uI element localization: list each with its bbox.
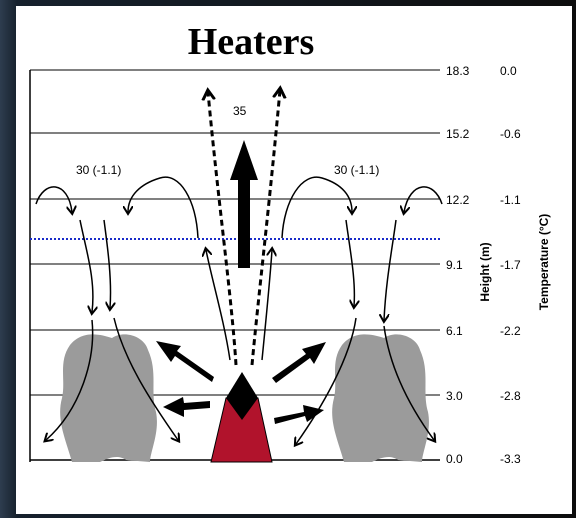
temperature-tick: -3.3	[500, 452, 521, 466]
diagram-title: Heaters	[187, 21, 315, 63]
right-value-label: 30 (-1.1)	[334, 163, 379, 177]
left-dashed-plume	[208, 92, 238, 366]
left-value-label: 30 (-1.1)	[76, 163, 121, 177]
height-axis-label: Height (m)	[478, 242, 492, 301]
height-tick: 12.2	[446, 193, 470, 207]
height-tick: 18.3	[446, 64, 470, 78]
height-tick: 3.0	[446, 389, 463, 403]
heater-bottom-triangle	[226, 398, 258, 420]
temperature-tick: -1.1	[500, 193, 521, 207]
height-tick: 0.0	[446, 452, 463, 466]
radiant-arrows	[156, 341, 326, 424]
heater-top-triangle	[226, 372, 258, 398]
left-tree	[60, 334, 157, 462]
height-tick: 9.1	[446, 258, 463, 272]
temperature-tick: -1.7	[500, 258, 521, 272]
central-updraft-arrow	[230, 140, 258, 268]
temperature-tick: -2.2	[500, 324, 521, 338]
temperature-axis-label: Temperature (°C)	[537, 214, 551, 311]
temperature-tick: -2.8	[500, 389, 521, 403]
right-circulation	[281, 176, 443, 444]
left-circulation	[35, 176, 199, 440]
left-thin-updraft	[206, 250, 231, 361]
height-tick: 6.1	[446, 324, 463, 338]
center-value-label: 35	[233, 104, 247, 118]
temperature-tick-labels: 0.0 -0.6 -1.1 -1.7 -2.2 -2.8 -3.3	[500, 64, 521, 466]
radiant-arrow-upper-left	[156, 341, 214, 382]
temperature-tick: 0.0	[500, 64, 517, 78]
right-tree	[332, 334, 429, 462]
temperature-tick: -0.6	[500, 127, 521, 141]
right-dashed-plume	[250, 90, 280, 366]
height-tick-labels: 18.3 15.2 12.2 9.1 6.1 3.0 0.0	[446, 64, 470, 466]
radiant-arrow-lower-left	[163, 397, 210, 417]
radiant-arrow-lower-right	[274, 405, 324, 424]
height-tick: 15.2	[446, 127, 470, 141]
radiant-arrow-upper-right	[272, 342, 326, 383]
right-thin-updraft	[261, 250, 272, 361]
